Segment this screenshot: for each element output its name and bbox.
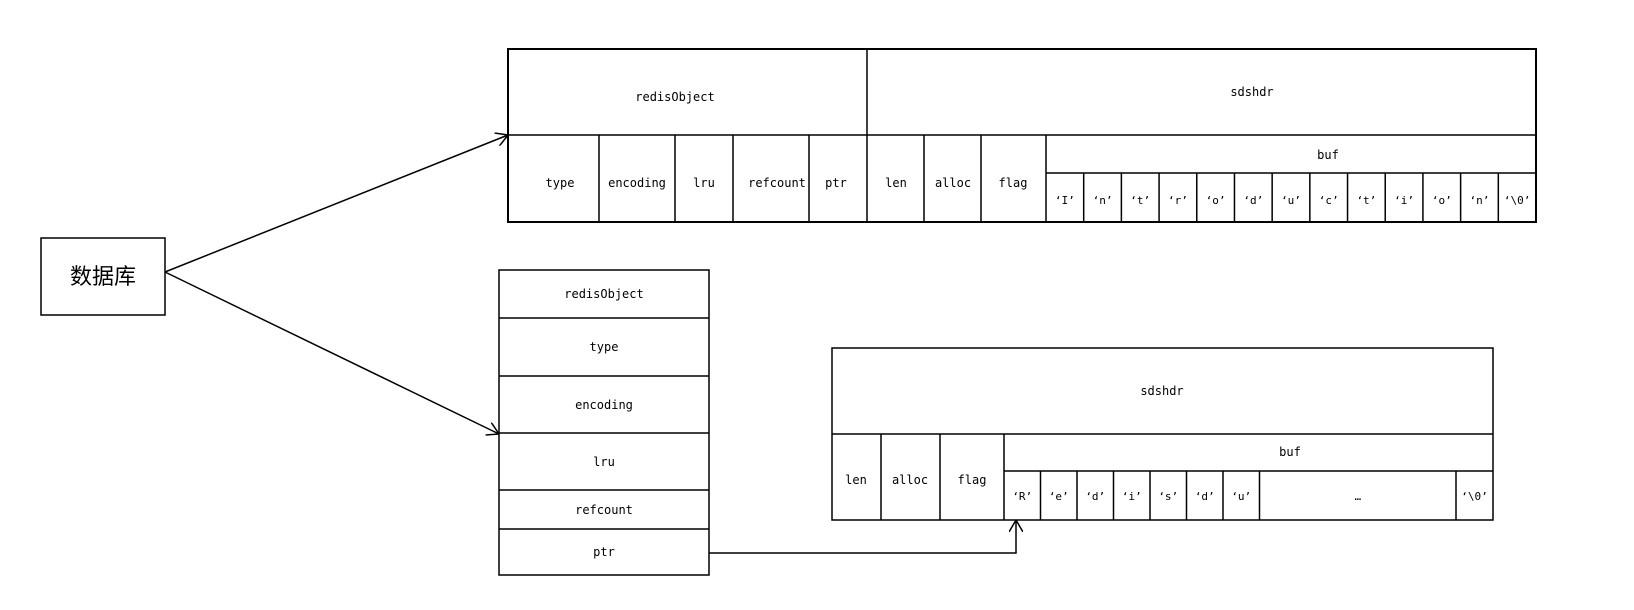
- embstr-buf-char: ‘c’: [1319, 194, 1339, 207]
- embstr-buf-char: ‘t’: [1356, 194, 1376, 207]
- raw-buf-char: ‘R’: [1012, 490, 1032, 503]
- raw-field-ptr: ptr: [593, 545, 615, 559]
- raw-buf-label: buf: [1279, 445, 1301, 459]
- raw-field-refcount: refcount: [575, 503, 633, 517]
- embstr-field-alloc: alloc: [935, 176, 971, 190]
- raw-field-type: type: [590, 340, 619, 354]
- raw-redisobject-structure: redisObject type encoding lru refcount p…: [498, 269, 710, 576]
- raw-field-encoding: encoding: [575, 398, 633, 412]
- embstr-buf-char: ‘n’: [1093, 194, 1113, 207]
- raw-buf-char: ‘s’: [1158, 490, 1178, 503]
- embstr-buf-char: ‘o’: [1432, 194, 1452, 207]
- embstr-field-refcount: refcount: [748, 176, 806, 190]
- raw-sdshdr-header: sdshdr: [1140, 384, 1183, 398]
- raw-buf-char: ‘d’: [1195, 490, 1215, 503]
- raw-buf-cells: ‘R’ ‘e’ ‘d’ ‘i’ ‘s’ ‘d’ ‘u’ … ‘\0’: [1012, 471, 1488, 520]
- embstr-structure: redisObject sdshdr type encoding lru ref…: [507, 48, 1537, 223]
- embstr-buf-char: ‘o’: [1206, 194, 1226, 207]
- raw-sdshdr-structure: sdshdr len alloc flag buf ‘R’ ‘e’ ‘d’ ‘i’ ‘s…: [831, 347, 1494, 521]
- embstr-redisobject-header: redisObject: [635, 90, 714, 104]
- raw-field-len: len: [845, 473, 867, 487]
- embstr-field-lru: lru: [693, 176, 715, 190]
- embstr-buf-char: ‘I’: [1055, 194, 1075, 207]
- embstr-sdshdr-header: sdshdr: [1230, 85, 1273, 99]
- arrow-to-raw: [164, 271, 499, 434]
- raw-buf-ellipsis: …: [1354, 490, 1361, 503]
- database-label: 数据库: [70, 265, 136, 290]
- embstr-field-len: len: [885, 176, 907, 190]
- arrow-ptr-to-buf: [709, 520, 1016, 554]
- raw-field-lru: lru: [593, 455, 615, 469]
- raw-buf-char: ‘d’: [1085, 490, 1105, 503]
- raw-buf-char: ‘u’: [1231, 490, 1251, 503]
- raw-field-alloc: alloc: [892, 473, 928, 487]
- embstr-buf-char: ‘u’: [1281, 194, 1301, 207]
- database-node: 数据库: [40, 237, 166, 316]
- embstr-field-ptr: ptr: [825, 176, 847, 190]
- raw-buf-char: ‘e’: [1049, 490, 1069, 503]
- arrow-to-embstr: [164, 135, 508, 273]
- raw-buf-terminator: ‘\0’: [1461, 490, 1488, 503]
- embstr-field-flag: flag: [999, 176, 1028, 190]
- raw-buf-char: ‘i’: [1122, 490, 1142, 503]
- raw-field-flag: flag: [958, 473, 987, 487]
- embstr-buf-label: buf: [1317, 148, 1339, 162]
- embstr-buf-char: ‘i’: [1394, 194, 1414, 207]
- embstr-buf-char: ‘\0’: [1504, 194, 1531, 207]
- raw-redisobject-header: redisObject: [564, 287, 643, 301]
- embstr-field-encoding: encoding: [608, 176, 666, 190]
- embstr-buf-cells: ‘I’ ‘n’ ‘t’ ‘r’ ‘o’ ‘d’ ‘u’ ‘c’ ‘t’ ‘i’ ‘o’ ‘n’ ‘\0’: [1055, 173, 1530, 222]
- embstr-buf-char: ‘t’: [1130, 194, 1150, 207]
- embstr-field-type: type: [546, 176, 575, 190]
- embstr-buf-char: ‘n’: [1470, 194, 1490, 207]
- embstr-buf-char: ‘r’: [1168, 194, 1188, 207]
- embstr-buf-char: ‘d’: [1243, 194, 1263, 207]
